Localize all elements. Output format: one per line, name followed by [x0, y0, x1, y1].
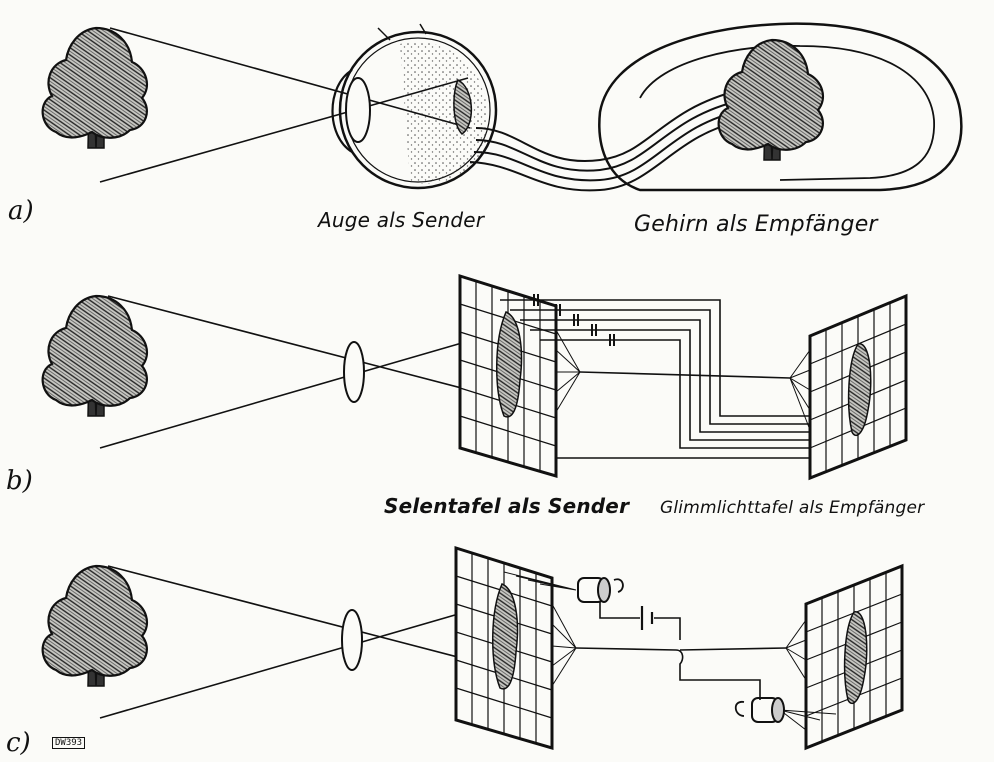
- row-a-diagram: [41, 22, 963, 192]
- selenium-panel: [458, 273, 581, 478]
- eye-icon: [331, 23, 498, 190]
- receiver-caption: Glimmlichttafel als Empfänger: [660, 498, 925, 518]
- row-c-letter: c): [6, 728, 31, 758]
- glow-panel: [779, 563, 904, 751]
- figure-code: DW393: [52, 737, 86, 749]
- sender-caption: Selentafel als Sender: [384, 494, 630, 518]
- tree-icon: [41, 564, 149, 688]
- capacitor-icons: [533, 294, 615, 346]
- row-c-diagram: [41, 545, 904, 751]
- lens-icon: [341, 609, 363, 671]
- glow-panel: [789, 293, 908, 481]
- row-a-letter: a): [8, 196, 34, 226]
- eye-caption: Auge als Sender: [318, 208, 485, 232]
- circuit-wires: [575, 602, 787, 700]
- battery-icon: [640, 606, 654, 630]
- tree-icon: [41, 26, 149, 150]
- tree-icon: [41, 294, 149, 418]
- brain-outline: [598, 22, 963, 192]
- lens-icon: [343, 341, 365, 403]
- distributor-drum-icon: [577, 577, 624, 603]
- brain-caption: Gehirn als Empfänger: [634, 212, 878, 237]
- selenium-panel: [454, 545, 577, 750]
- wire-bundle: [500, 299, 810, 476]
- distributor-drum-icon: [734, 697, 785, 723]
- row-b-letter: b): [6, 466, 33, 496]
- row-b-diagram: [41, 273, 908, 481]
